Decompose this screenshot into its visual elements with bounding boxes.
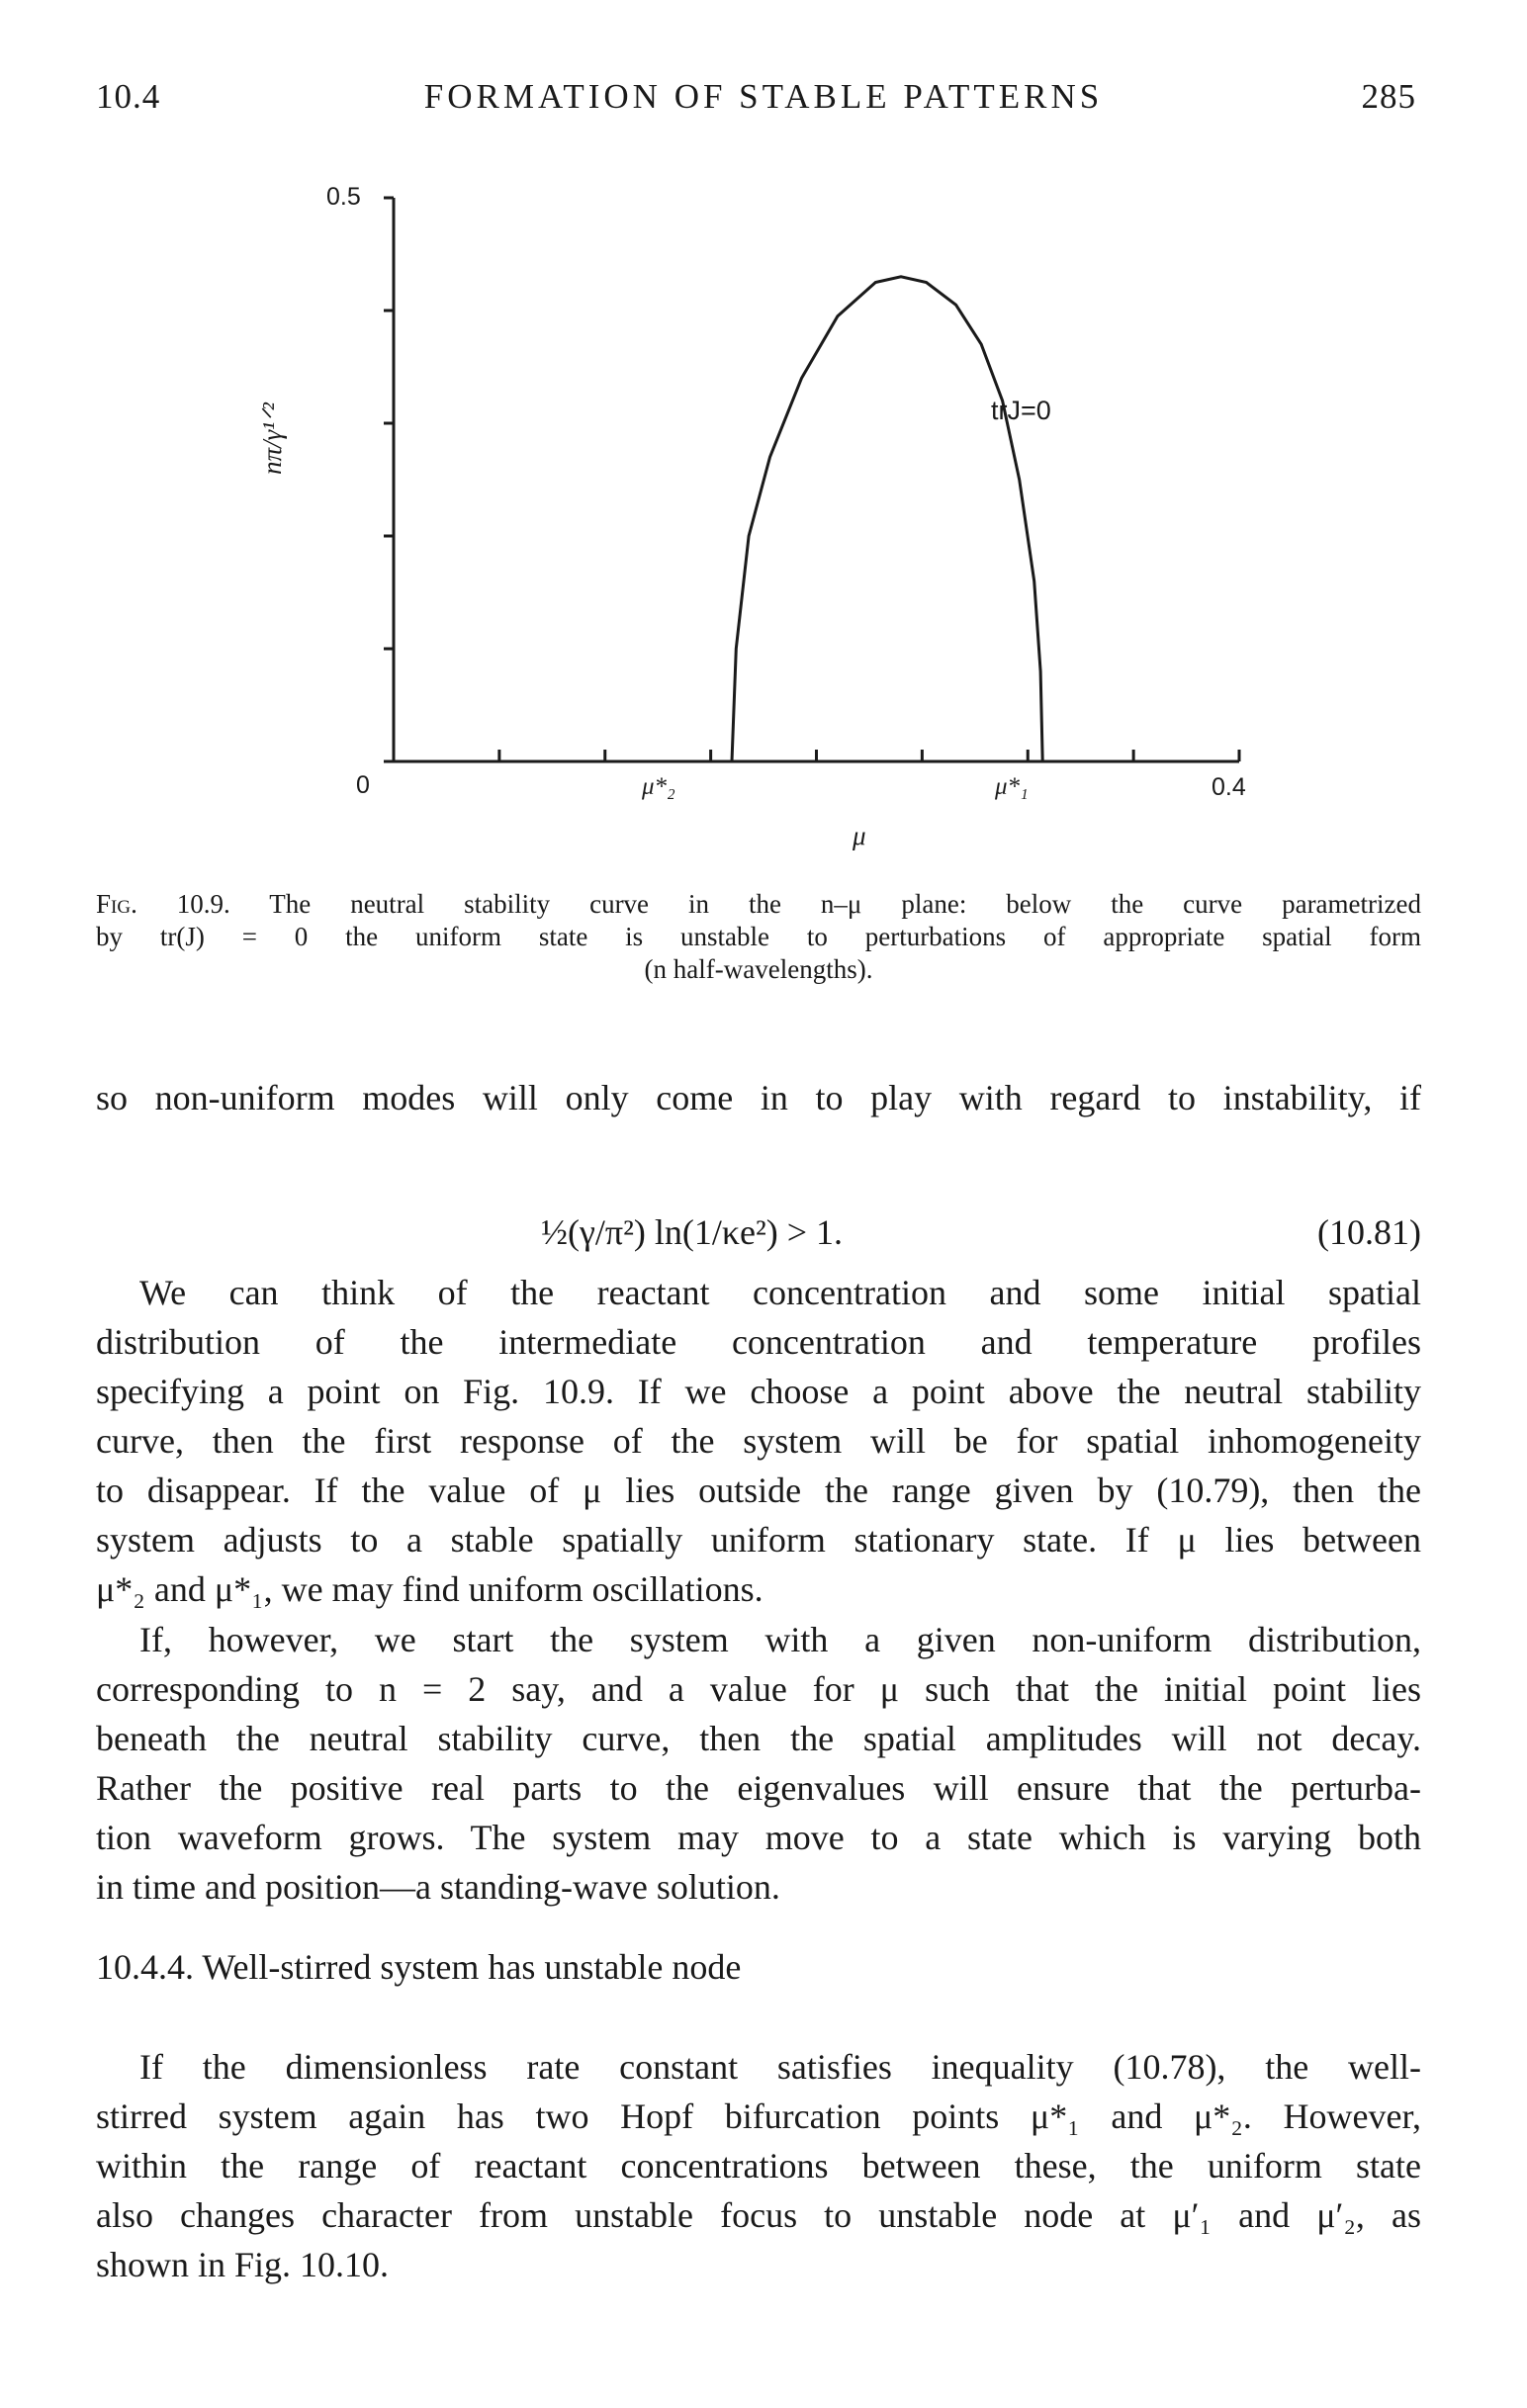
- text-line: If, however, we start the system with a …: [139, 1620, 1421, 1659]
- text-line: tion waveform grows. The system may move…: [96, 1818, 1421, 1857]
- running-title: FORMATION OF STABLE PATTERNS: [423, 77, 1104, 116]
- text-line: Rather the positive real parts to the ei…: [96, 1768, 1421, 1808]
- x-tick-0-4: 0.4: [1212, 773, 1246, 801]
- paragraph-3: If, however, we start the system with a …: [96, 1615, 1421, 1912]
- trj-curve: [730, 275, 1044, 762]
- text-line: system adjusts to a stable spatially uni…: [96, 1520, 1421, 1560]
- subsection-heading: 10.4.4. Well-stirred system has unstable…: [96, 1947, 742, 1987]
- y-axis-label: nπ/γ¹ᐟ²: [257, 402, 287, 475]
- section-number: 10.4: [96, 77, 161, 116]
- equation-number: (10.81): [1317, 1212, 1421, 1252]
- caption-line-2: by tr(J) = 0 the uniform state is unstab…: [96, 922, 1421, 951]
- paragraph-1-text: so non-uniform modes will only come in t…: [96, 1078, 1421, 1117]
- text-line: corresponding to n = 2 say, and a value …: [96, 1669, 1421, 1709]
- text-line: shown in Fig. 10.10.: [96, 2245, 390, 2284]
- x-axis-label: μ: [853, 821, 866, 850]
- paragraph-4: If the dimensionless rate constant satis…: [96, 2042, 1421, 2289]
- figure-10-9: 0.5 0 0.4 μ*₂ μ*₁ trJ=0 μ nπ/γ¹ᐟ²: [0, 0, 1527, 870]
- paragraph-2: We can think of the reactant concentrati…: [96, 1268, 1421, 1614]
- text-line: within the range of reactant concentrati…: [96, 2146, 1421, 2185]
- mu1-star-label: μ*₁: [995, 773, 1029, 800]
- page-number: 285: [1361, 77, 1416, 116]
- text-line: If the dimensionless rate constant satis…: [139, 2047, 1421, 2087]
- equation-10-81: ½(γ/π²) ln(1/κe²) > 1. (10.81): [96, 1211, 1421, 1261]
- y-tick-zero: 0: [356, 771, 370, 799]
- text-line: distribution of the intermediate concent…: [96, 1322, 1421, 1362]
- y-tick-0-5: 0.5: [326, 183, 361, 211]
- text-line: in time and position—a standing-wave sol…: [96, 1867, 780, 1907]
- mu2-star-label: μ*₂: [642, 773, 675, 800]
- figure-caption: Fig. 10.9. The neutral stability curve i…: [96, 888, 1421, 986]
- equation-text: ½(γ/π²) ln(1/κe²) > 1.: [541, 1212, 844, 1252]
- caption-line-3: (n half-wavelengths).: [644, 954, 873, 984]
- text-line: We can think of the reactant concentrati…: [139, 1273, 1421, 1312]
- text-line: curve, then the first response of the sy…: [96, 1421, 1421, 1461]
- text-line: μ*₂ and μ*₁, we may find uniform oscilla…: [96, 1569, 764, 1609]
- text-line: stirred system again has two Hopf bifurc…: [96, 2096, 1421, 2136]
- text-line: specifying a point on Fig. 10.9. If we c…: [96, 1372, 1421, 1411]
- text-line: also changes character from unstable foc…: [96, 2195, 1421, 2235]
- text-line: to disappear. If the value of μ lies out…: [96, 1471, 1421, 1510]
- curve-label: trJ=0: [991, 396, 1051, 425]
- neutral-stability-chart: [384, 196, 1241, 763]
- paragraph-1: so non-uniform modes will only come in t…: [96, 1073, 1421, 1122]
- caption-fig-label: Fig. 10.9.: [96, 889, 230, 919]
- caption-line-1: The neutral stability curve in the n–μ p…: [269, 889, 1421, 919]
- text-line: beneath the neutral stability curve, the…: [96, 1719, 1421, 1758]
